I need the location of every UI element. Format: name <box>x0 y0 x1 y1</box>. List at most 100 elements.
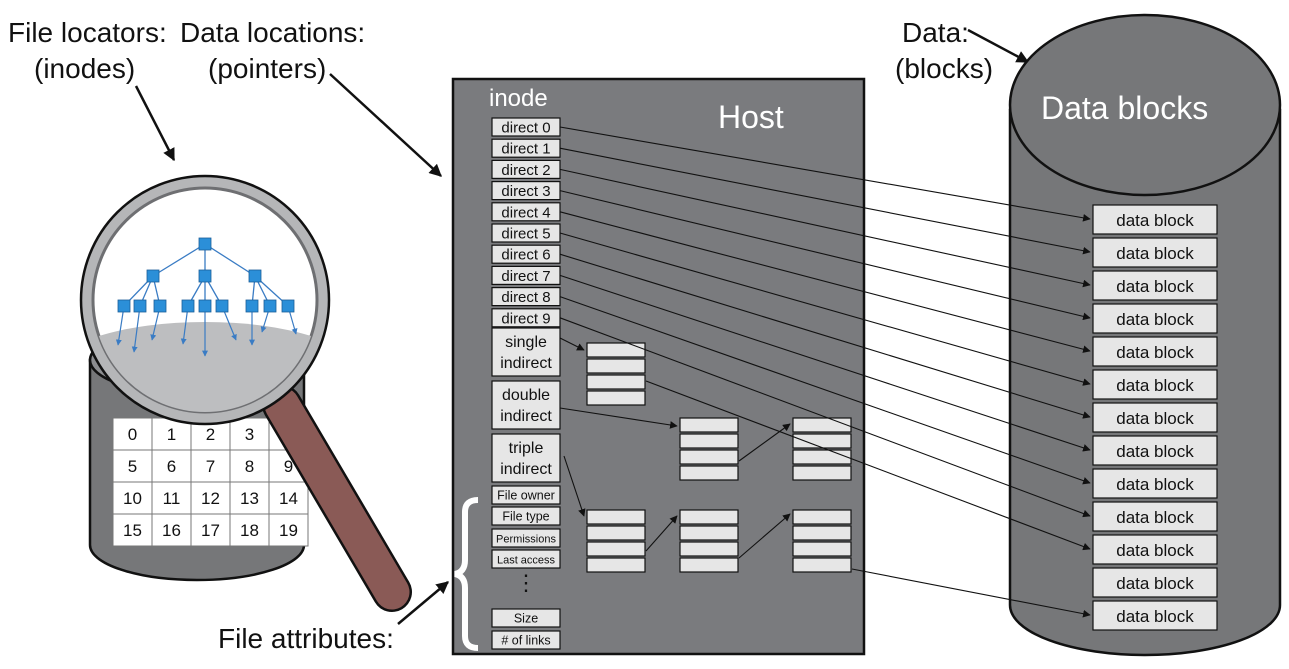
file-attribute-entry <box>491 549 561 569</box>
pointer-block-cell <box>586 557 646 573</box>
inode-number: 12 <box>201 489 220 508</box>
attributes-brace <box>454 497 479 651</box>
tree-link <box>152 243 206 277</box>
inode-table-cell <box>229 449 270 483</box>
inode-number: 15 <box>123 521 142 540</box>
data-block-label: data block <box>1116 442 1194 461</box>
data-block <box>1092 402 1218 433</box>
direct-pointer-label: direct 9 <box>501 310 550 327</box>
inode-number: 0 <box>128 425 137 444</box>
inode-number: 16 <box>162 521 181 540</box>
inode-number: 7 <box>206 457 215 476</box>
inode-entries: direct 0 direct 1 direct 2 direct 3 direct 4… <box>491 117 561 650</box>
indirect-pointer-label: single <box>505 334 547 351</box>
pointer-arrow <box>738 513 791 559</box>
pointer-arrow <box>559 126 1091 222</box>
indirect-pointer-label: indirect <box>500 408 552 425</box>
pointer-block-cell <box>792 417 852 433</box>
pointer-block-cell <box>586 541 646 557</box>
direct-pointer-label: direct 7 <box>501 268 550 285</box>
data-block-label: data block <box>1116 376 1194 395</box>
tree-leaf-arrow <box>131 305 141 353</box>
data-block-label: data block <box>1116 343 1194 362</box>
pointer-block-cell <box>679 433 739 449</box>
indirect-pointer-label: double <box>502 387 550 404</box>
data-block <box>1092 369 1218 400</box>
data-block-label: data block <box>1116 277 1194 296</box>
pointer-arrow <box>559 168 1091 288</box>
inode-number: 2 <box>206 425 215 444</box>
file-locators-sublabel: (inodes) <box>34 53 135 84</box>
data-sublabel: (blocks) <box>895 53 993 84</box>
file-attribute-entry <box>491 528 561 548</box>
direct-pointer-label: direct 1 <box>501 141 550 158</box>
data-locations-arrow <box>329 73 442 177</box>
inode-number: 11 <box>163 489 181 508</box>
pointer-block-cell <box>679 541 739 557</box>
pointer-arrow <box>559 253 1091 419</box>
pointer-block-cell <box>586 390 646 406</box>
direct-pointer-label: direct 6 <box>501 247 550 264</box>
data-block <box>1092 567 1218 598</box>
file-attribute-label: File owner <box>497 489 555 503</box>
pointer-block-cell <box>679 465 739 481</box>
pointer-block-cell <box>679 509 739 525</box>
file-attribute-label: Size <box>514 612 538 626</box>
pointer-arrow <box>559 337 585 351</box>
pointer-block-cell <box>679 449 739 465</box>
pointer-arrow <box>559 211 1091 353</box>
pointer-arrow <box>559 147 1091 255</box>
attributes-ellipsis: ⋮ <box>515 570 537 595</box>
data-block <box>1092 600 1218 631</box>
direct-pointer-label: direct 2 <box>501 162 550 179</box>
data-block <box>1092 303 1218 334</box>
indirect-pointer-entry <box>491 327 561 377</box>
direct-pointer-label: direct 4 <box>501 204 550 221</box>
data-blocks-title: Data blocks <box>1041 90 1208 126</box>
inode-number: 8 <box>245 457 254 476</box>
pointer-block-cell <box>586 374 646 390</box>
file-attribute-label: File type <box>502 510 549 524</box>
data-block <box>1092 204 1218 235</box>
data-block <box>1092 237 1218 268</box>
inode-table-cell <box>229 513 270 547</box>
pointer-block-cell <box>586 342 646 358</box>
tree-node <box>263 299 277 313</box>
inode-number: 19 <box>279 521 298 540</box>
tree-node <box>198 237 212 251</box>
tree-node <box>146 269 160 283</box>
data-block-label: data block <box>1116 475 1194 494</box>
inode-title: inode <box>489 85 548 112</box>
direct-pointer-label: direct 3 <box>501 183 550 200</box>
inode-table-cell <box>190 449 231 483</box>
tree-node <box>248 269 262 283</box>
pointer-block-cell <box>586 509 646 525</box>
data-block <box>1092 270 1218 301</box>
directory-tree-icon <box>115 237 298 357</box>
pointer-arrow <box>559 407 678 429</box>
tree-node <box>245 299 259 313</box>
pointer-arrow <box>559 274 1091 452</box>
inode-number: 6 <box>167 457 176 476</box>
file-attributes-label: File attributes: <box>218 623 394 654</box>
file-attributes-arrow <box>397 581 449 625</box>
tree-link <box>204 243 256 277</box>
tree-node <box>281 299 295 313</box>
direct-pointer-label: direct 0 <box>501 120 550 137</box>
pointer-arrow <box>645 380 1091 551</box>
inode-table-cell <box>268 481 309 515</box>
data-locations-label: Data locations: <box>180 17 365 48</box>
inode-number: 13 <box>240 489 259 508</box>
pointer-block-cell <box>792 465 852 481</box>
host-title: Host <box>718 99 784 135</box>
file-attribute-entry <box>491 485 561 505</box>
inode-table-cell <box>190 513 231 547</box>
pointer-arrow <box>559 296 1091 485</box>
data-block <box>1092 336 1218 367</box>
inode-number: 5 <box>128 457 137 476</box>
direct-pointer-label: direct 8 <box>501 289 550 306</box>
pointer-block-cell <box>679 557 739 573</box>
inode-number: 9 <box>284 457 293 476</box>
